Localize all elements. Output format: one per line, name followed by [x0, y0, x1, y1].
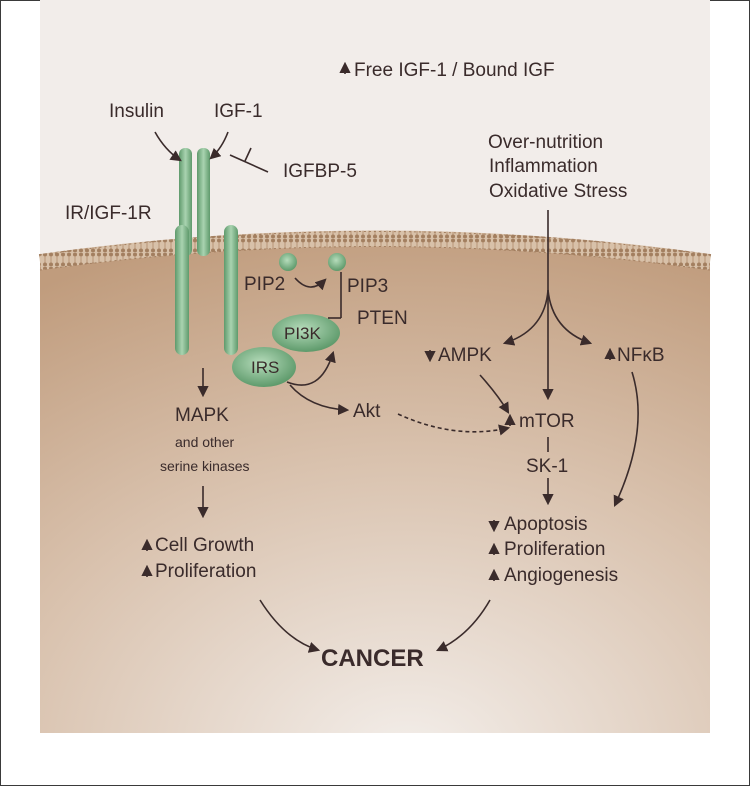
pi3k-protein [272, 314, 340, 352]
ir-igf1r-receptor [175, 148, 238, 355]
apoptosis-label: Apoptosis [504, 514, 587, 535]
pip3-molecule [328, 253, 346, 271]
insulin-label: Insulin [109, 101, 164, 122]
irs-protein [232, 347, 296, 387]
cell-growth-label: Cell Growth [155, 535, 254, 556]
pip3-label: PIP3 [347, 276, 388, 297]
ampk-label: AMPK [438, 345, 492, 366]
irs-label: IRS [251, 358, 279, 377]
pi3k-label: PI3K [284, 324, 322, 343]
proliferation-right-label: Proliferation [504, 539, 605, 560]
igfbp5-label: IGFBP-5 [283, 161, 357, 182]
proliferation-left-label: Proliferation [155, 561, 256, 582]
pathway-arrows [154, 131, 639, 653]
akt-label: Akt [353, 401, 381, 422]
free-igf-ratio-label: Free IGF-1 / Bound IGF [354, 60, 555, 81]
igf1-label: IGF-1 [214, 101, 263, 122]
stress-label-3: Oxidative Stress [489, 181, 627, 202]
pip2-label: PIP2 [244, 274, 285, 295]
pip2-molecule [279, 253, 297, 271]
nfkb-label: NFκB [617, 345, 665, 366]
mapk-label: MAPK [175, 405, 229, 426]
stress-label-2: Inflammation [489, 156, 598, 177]
mtor-label: mTOR [519, 411, 575, 432]
receptor-label: IR/IGF-1R [65, 203, 152, 224]
sk1-label: SK-1 [526, 456, 568, 477]
membrane-outer-edge [39, 231, 711, 256]
mapk-sublabel-2: serine kinases [160, 458, 250, 474]
cytoplasm [40, 238, 710, 733]
stress-label-1: Over-nutrition [488, 132, 603, 153]
mapk-sublabel-1: and other [175, 434, 234, 450]
pten-label: PTEN [357, 308, 408, 329]
cell-membrane [38, 230, 712, 270]
indicator-arrows [141, 61, 616, 581]
cancer-label: CANCER [321, 645, 424, 672]
angiogenesis-label: Angiogenesis [504, 565, 618, 586]
membrane-inner-edge [39, 246, 711, 271]
